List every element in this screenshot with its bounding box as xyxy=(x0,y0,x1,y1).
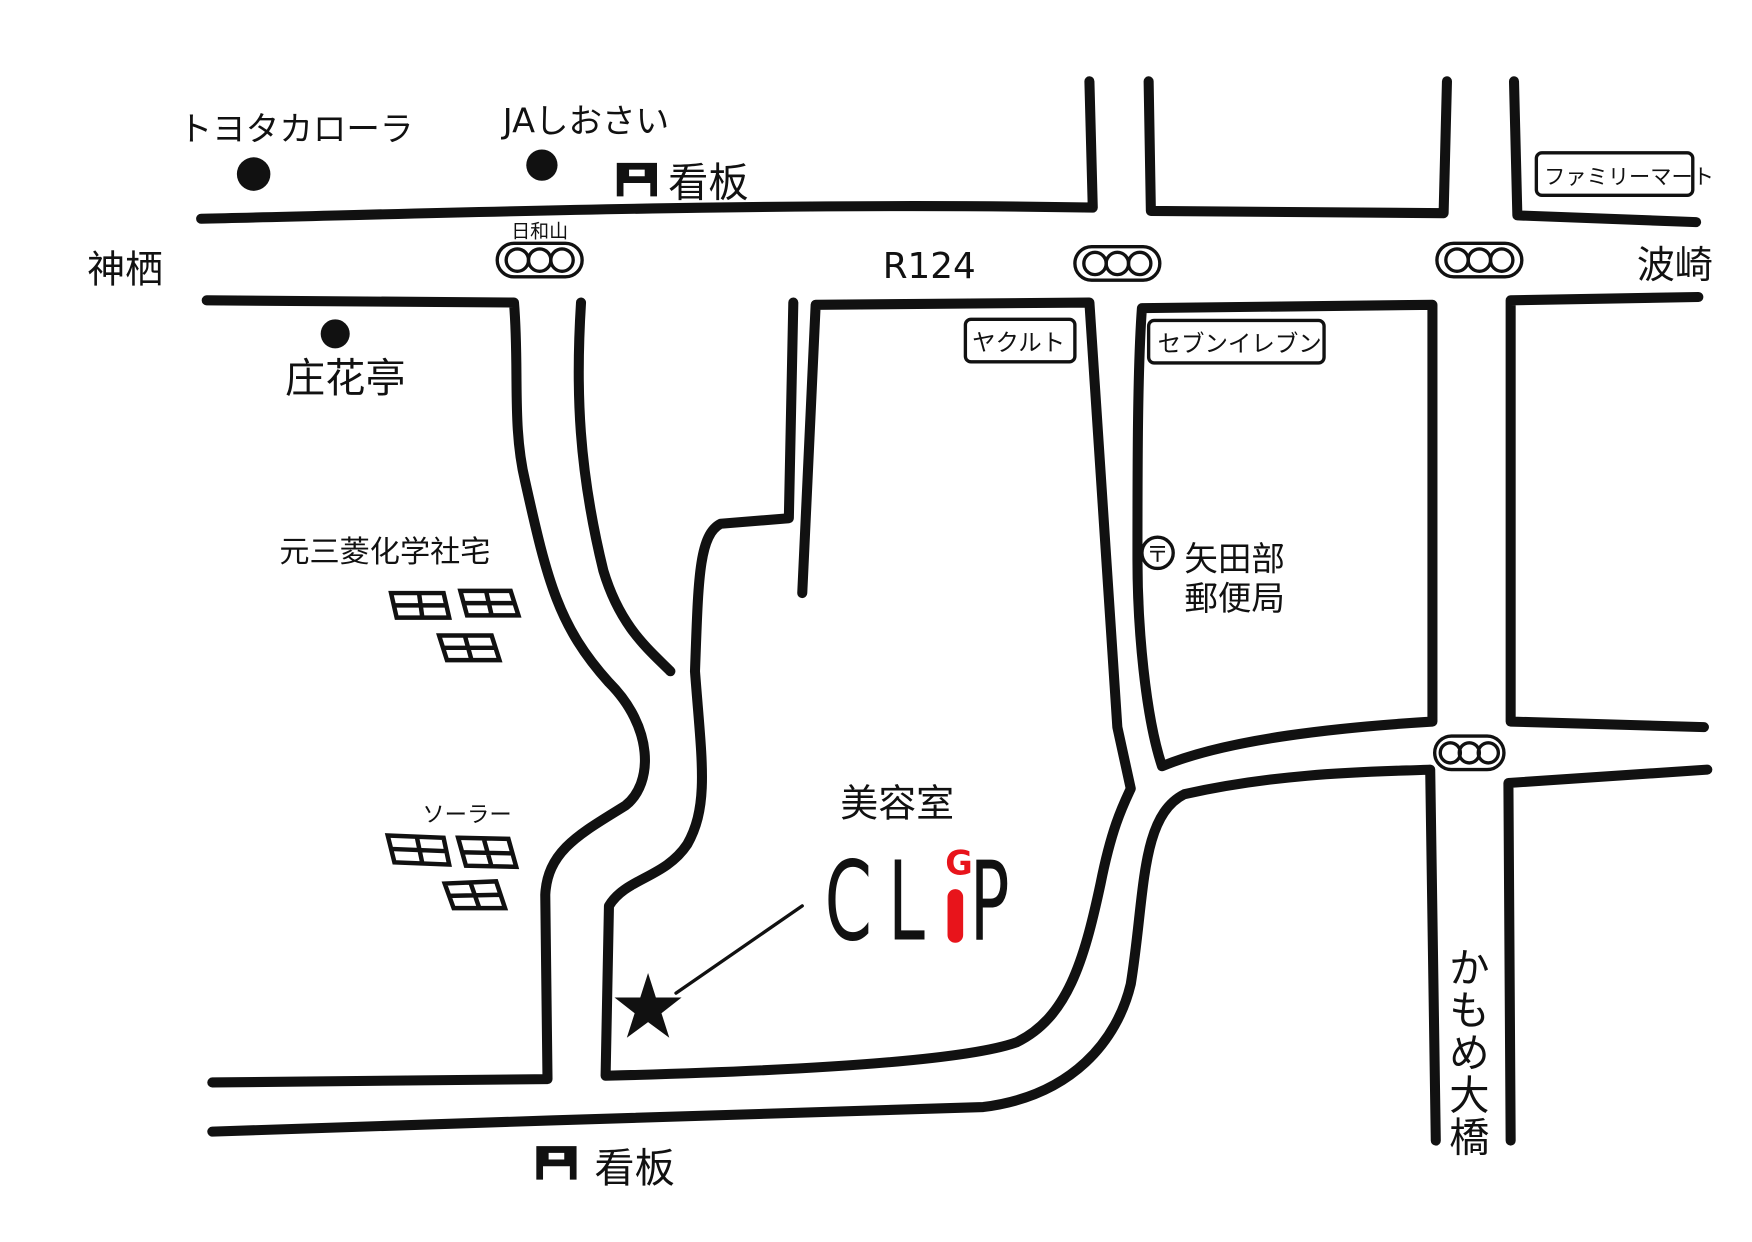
logo-letter-p: P xyxy=(970,839,1010,966)
traffic-light-icon xyxy=(1435,241,1524,279)
post-office-label-line2: 郵便局 xyxy=(1184,579,1285,618)
r124-north-edge-east xyxy=(1508,76,1702,228)
building-icons-housing xyxy=(388,588,522,663)
clip-logo: C L G P xyxy=(825,838,1010,966)
logo-mark: G xyxy=(945,844,973,883)
seven-eleven-box xyxy=(1146,318,1326,365)
salon-location-star-icon xyxy=(614,972,682,1038)
signboard-icon xyxy=(616,162,657,197)
salon-type-label: 美容室 xyxy=(840,782,954,826)
route-label: R124 xyxy=(883,246,976,287)
toyota-label: トヨタカローラ xyxy=(179,110,414,149)
traffic-light-label: 日和山 xyxy=(511,221,568,243)
ja-label: JAしおさい xyxy=(501,102,669,141)
east-road-lower-edge xyxy=(1503,764,1713,1146)
south-road-edge xyxy=(207,764,1441,1146)
west-road-outer-edge xyxy=(201,295,650,1088)
housing-label: 元三菱化学社宅 xyxy=(279,535,490,570)
signboard-top-label: 看板 xyxy=(668,160,748,206)
r124-north-edge-mid xyxy=(1143,76,1452,219)
west-road-inner-edge xyxy=(573,297,676,677)
seven-eleven-block xyxy=(1132,299,1438,772)
east-direction-label: 波崎 xyxy=(1637,243,1713,287)
east-road-edge xyxy=(1505,291,1709,733)
bridge-label: かもめ大橋 xyxy=(1449,946,1489,1162)
bridge-label-text: かもめ大橋 xyxy=(1449,946,1489,1162)
building-icons-solar xyxy=(384,833,520,911)
signboard-bottom-label: 看板 xyxy=(594,1146,674,1192)
signboard-icon xyxy=(536,1146,577,1180)
ja-dot-icon xyxy=(526,149,558,181)
yakult-label: ヤクルト xyxy=(972,329,1065,357)
traffic-light-hiyoriyama: 日和山 xyxy=(495,221,584,279)
logo-letter-c: C xyxy=(825,838,872,965)
r124-north-edge-west xyxy=(196,76,1098,224)
toyota-dot-icon xyxy=(236,157,271,191)
west-direction-label: 神栖 xyxy=(87,247,163,291)
shokatei-label: 庄花亭 xyxy=(285,356,406,402)
solar-label: ソーラー xyxy=(422,802,511,828)
roads xyxy=(196,76,1713,1146)
shokatei-dot-icon xyxy=(320,319,350,349)
pointer-line xyxy=(674,904,804,995)
alley-west-edge xyxy=(600,297,1136,1081)
familymart-box xyxy=(1534,151,1695,197)
post-office-icon xyxy=(1140,535,1175,571)
logo-letter-i xyxy=(947,889,964,943)
traffic-light-icon xyxy=(1073,245,1162,282)
familymart-label: ファミリーマート xyxy=(1544,165,1714,190)
post-office-label-line1: 矢田部 xyxy=(1184,540,1285,579)
logo-letter-l: L xyxy=(888,839,925,966)
post-mark: 〒 xyxy=(1146,542,1168,568)
yakult-box xyxy=(963,317,1077,364)
traffic-light-icon xyxy=(1432,734,1506,772)
seven-eleven-label: セブンイレブン xyxy=(1158,330,1322,358)
